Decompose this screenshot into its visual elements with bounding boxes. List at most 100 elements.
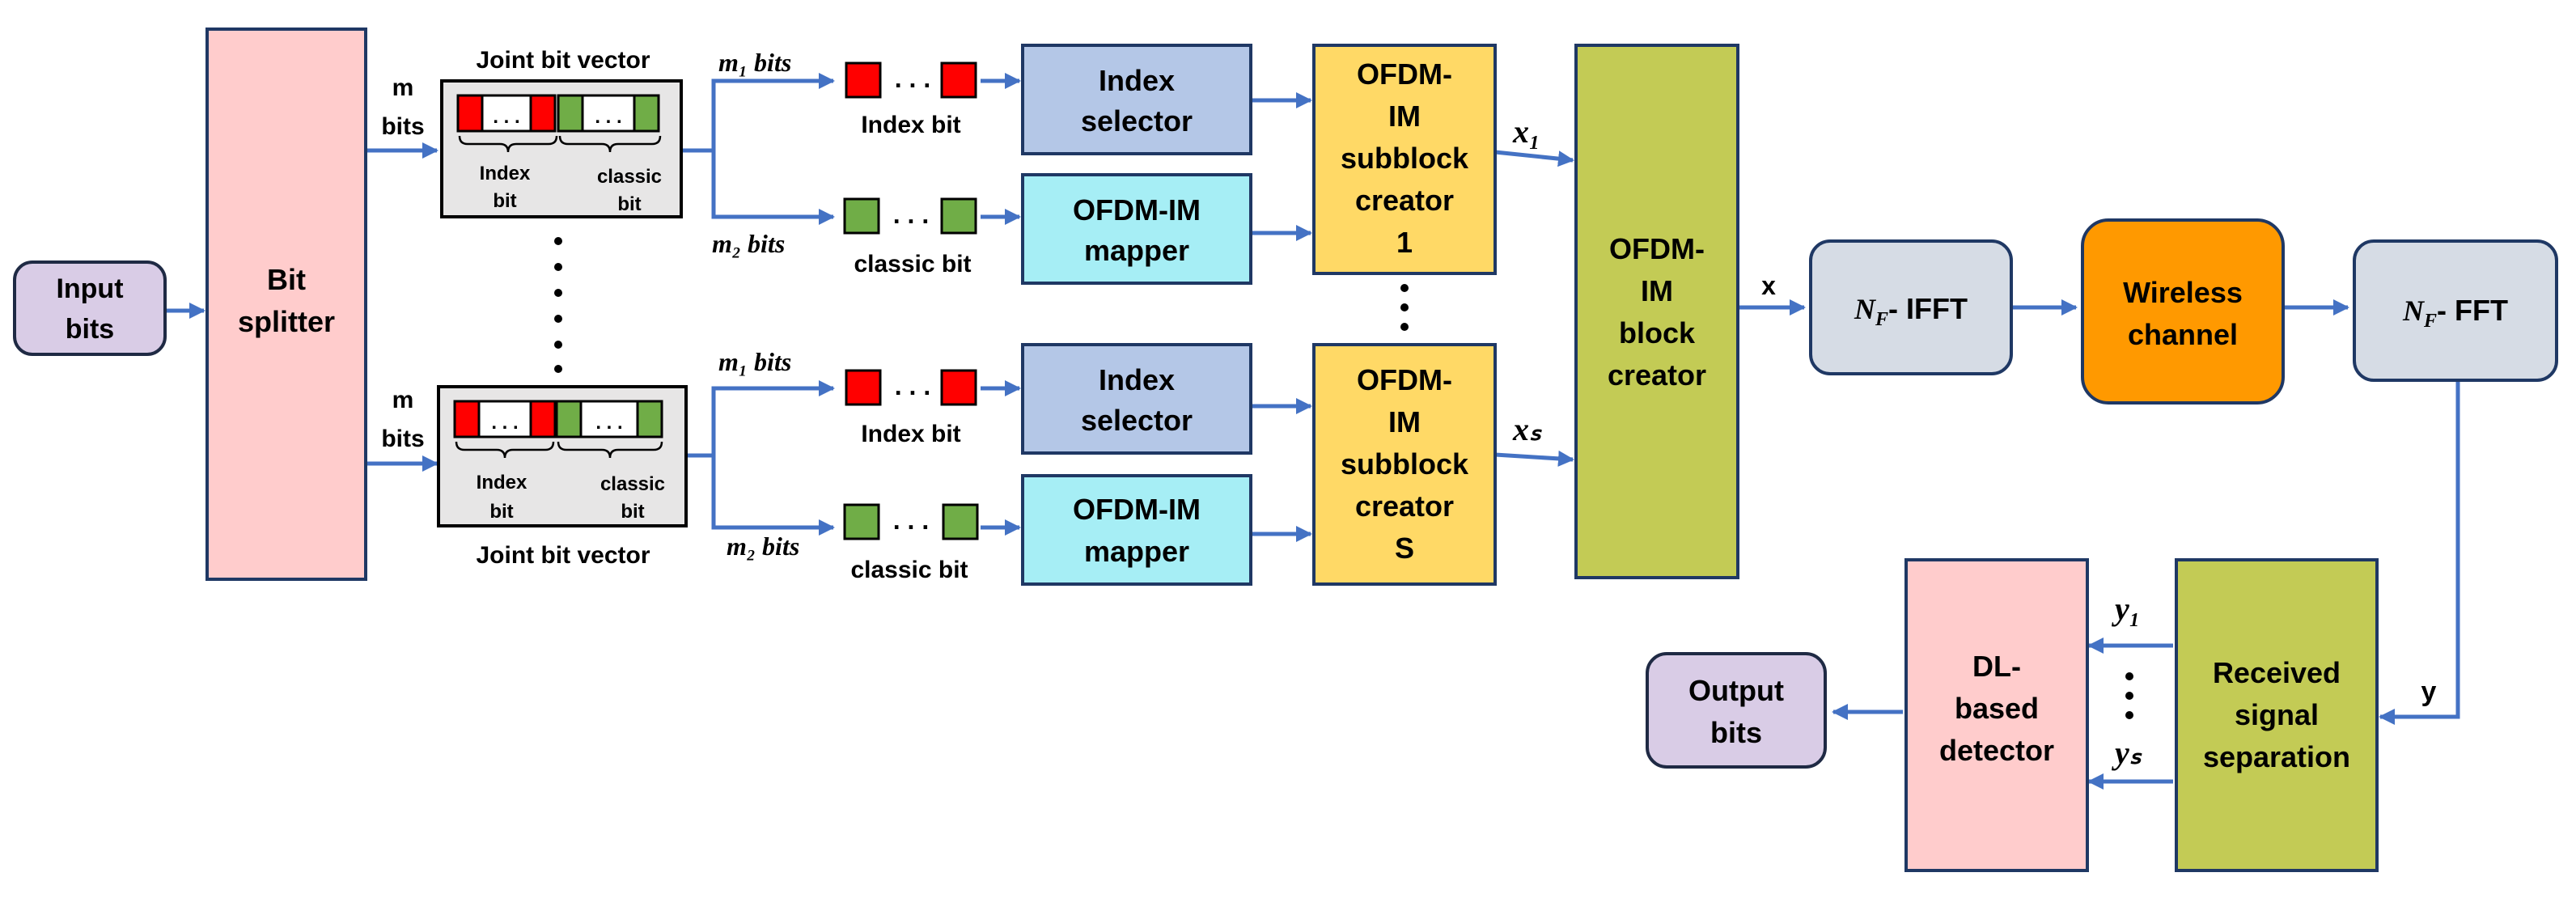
index-selector-label-2: selector [1081, 404, 1193, 437]
fft-text: - FFT [2437, 294, 2508, 327]
index-bit-small-1: Index [477, 472, 527, 493]
subblock-s-label-5: S [1395, 532, 1414, 565]
svg-text:. . .: . . . [493, 106, 519, 128]
classic-bit-label-bottom: classic bit [850, 557, 968, 583]
wireless-channel-block: Wireless channel [2081, 218, 2285, 405]
separation-label-3: separation [2203, 740, 2350, 773]
subblock-1-label-5: 1 [1396, 226, 1413, 259]
classic-bit-small-1: classic [600, 473, 665, 495]
arrow-joint-bottom-to-m1 [681, 380, 835, 458]
arrow-joint-top-to-m2 [711, 150, 835, 225]
index-bit-square [529, 400, 557, 438]
index-bit-small-1: Index [480, 163, 531, 184]
bit-splitter-label-1: Bit [267, 263, 306, 296]
m2-bits-label-bottom: m₂ bits [727, 532, 799, 561]
index-selector-block-1: Index selector [1021, 44, 1252, 155]
classic-bit-small-2: bit [621, 501, 644, 523]
svg-text:. . .: . . . [595, 106, 621, 128]
mapper-label-1: OFDM-IM [1073, 193, 1201, 227]
index-bit-small-2: bit [493, 190, 516, 212]
classic-bit-square [555, 400, 583, 438]
index-selector-label-2: selector [1081, 104, 1193, 138]
arrow-joint-bottom-to-m2 [711, 455, 835, 536]
y-label: y [2421, 676, 2437, 707]
index-bit-small-2: bit [489, 501, 513, 523]
m1-bits-label-bottom: m₁ bits [718, 347, 791, 376]
svg-text:. . .: . . . [895, 371, 930, 400]
classic-brace [558, 135, 662, 153]
nf-symbol: N [1854, 293, 1877, 325]
m-bits-label-top-1: m [392, 74, 414, 101]
arrow-joint-top-to-m1 [681, 73, 835, 153]
classic-bit-row-bottom: . . . classic bit [843, 503, 979, 583]
subblock-s-label-3: subblock [1341, 447, 1469, 481]
block-creator-label-3: block [1619, 316, 1696, 349]
output-bits-label-2: bits [1710, 716, 1762, 749]
classic-bit-small-1: classic [597, 166, 662, 188]
index-bit-label-top: Index bit [861, 112, 960, 138]
mapper-label-1: OFDM-IM [1073, 493, 1201, 526]
joint-bit-vector-top: . . . . . . Index bit classic bit [440, 79, 683, 218]
arrow-creator-s-to-block [1494, 450, 1574, 467]
ifft-label: NF- IFFT [1854, 292, 1968, 330]
vertical-ellipsis-y [2125, 672, 2133, 719]
nf-symbol: N [2402, 294, 2426, 327]
svg-text:. . .: . . . [893, 506, 929, 535]
subblock-s-label-4: creator [1355, 489, 1454, 523]
subblock-creator-s: OFDM- IM subblock creator S [1312, 343, 1497, 586]
index-bit-row-bottom: . . . Index bit [845, 369, 977, 447]
m2-bits-label-top: m₂ bits [712, 229, 785, 258]
vertical-ellipsis-left [554, 237, 562, 373]
classic-bit-row-top: . . . classic bit [843, 197, 977, 277]
index-bit-label-bottom: Index bit [861, 421, 960, 447]
nf-subscript: F [2423, 311, 2437, 332]
fft-block: NF- FFT [2353, 239, 2558, 382]
output-bits-block: Output bits [1646, 652, 1827, 769]
y1-label: y₁ [2112, 591, 2141, 627]
input-bits-label-2: bits [66, 314, 114, 345]
joint-bit-vector-bottom: . . . . . . Index bit classic bit [437, 385, 688, 527]
index-bit-square [453, 400, 481, 438]
mapper-label-2: mapper [1084, 234, 1189, 267]
detector-label-3: detector [1939, 734, 2054, 767]
block-creator-label-2: IM [1641, 274, 1673, 307]
channel-label-1: Wireless [2123, 276, 2243, 309]
m-bits-label-bottom-1: m [392, 387, 414, 413]
subblock-1-label-3: subblock [1341, 142, 1469, 175]
classic-bit-square [557, 94, 584, 133]
subblock-creator-1: OFDM- IM subblock creator 1 [1312, 44, 1497, 275]
x1-label: x₁ [1512, 113, 1540, 150]
index-selector-block-s: Index selector [1021, 343, 1252, 455]
separation-label-1: Received [2213, 656, 2341, 689]
classic-bit-square [636, 400, 663, 438]
arrow-fft-to-separation [2379, 380, 2460, 725]
vertical-ellipsis-creators [1400, 284, 1409, 331]
subblock-s-label-1: OFDM- [1357, 363, 1452, 396]
joint-bit-vector-title-bottom: Joint bit vector [476, 542, 650, 569]
dl-based-detector-block: DL- based detector [1904, 558, 2089, 872]
index-bit-square [529, 94, 557, 133]
classic-bit-square [633, 94, 660, 133]
nf-subscript: F [1875, 309, 1888, 330]
index-brace [458, 135, 558, 153]
fft-label: NF- FFT [2402, 294, 2508, 332]
ys-label: yₛ [2112, 735, 2142, 771]
subblock-s-label-2: IM [1388, 405, 1421, 438]
detector-label-1: DL- [1972, 650, 2021, 683]
index-selector-label-1: Index [1099, 64, 1175, 97]
bit-splitter-label-2: splitter [238, 305, 335, 338]
bit-splitter-block: Bit splitter [205, 28, 367, 581]
index-selector-label-1: Index [1099, 363, 1175, 396]
channel-label-2: channel [2128, 318, 2238, 351]
index-brace [455, 441, 555, 459]
index-bit-row-top: . . . Index bit [845, 61, 977, 138]
classic-bit-small-2: bit [617, 193, 641, 215]
svg-text:. . .: . . . [595, 412, 622, 434]
ifft-block: NF- IFFT [1809, 239, 2013, 375]
subblock-1-label-1: OFDM- [1357, 57, 1452, 91]
block-creator-label-4: creator [1608, 358, 1706, 392]
svg-text:. . .: . . . [893, 200, 929, 229]
ifft-text: - IFFT [1888, 292, 1968, 325]
ofdm-im-mapper-block-s: OFDM-IM mapper [1021, 474, 1252, 586]
